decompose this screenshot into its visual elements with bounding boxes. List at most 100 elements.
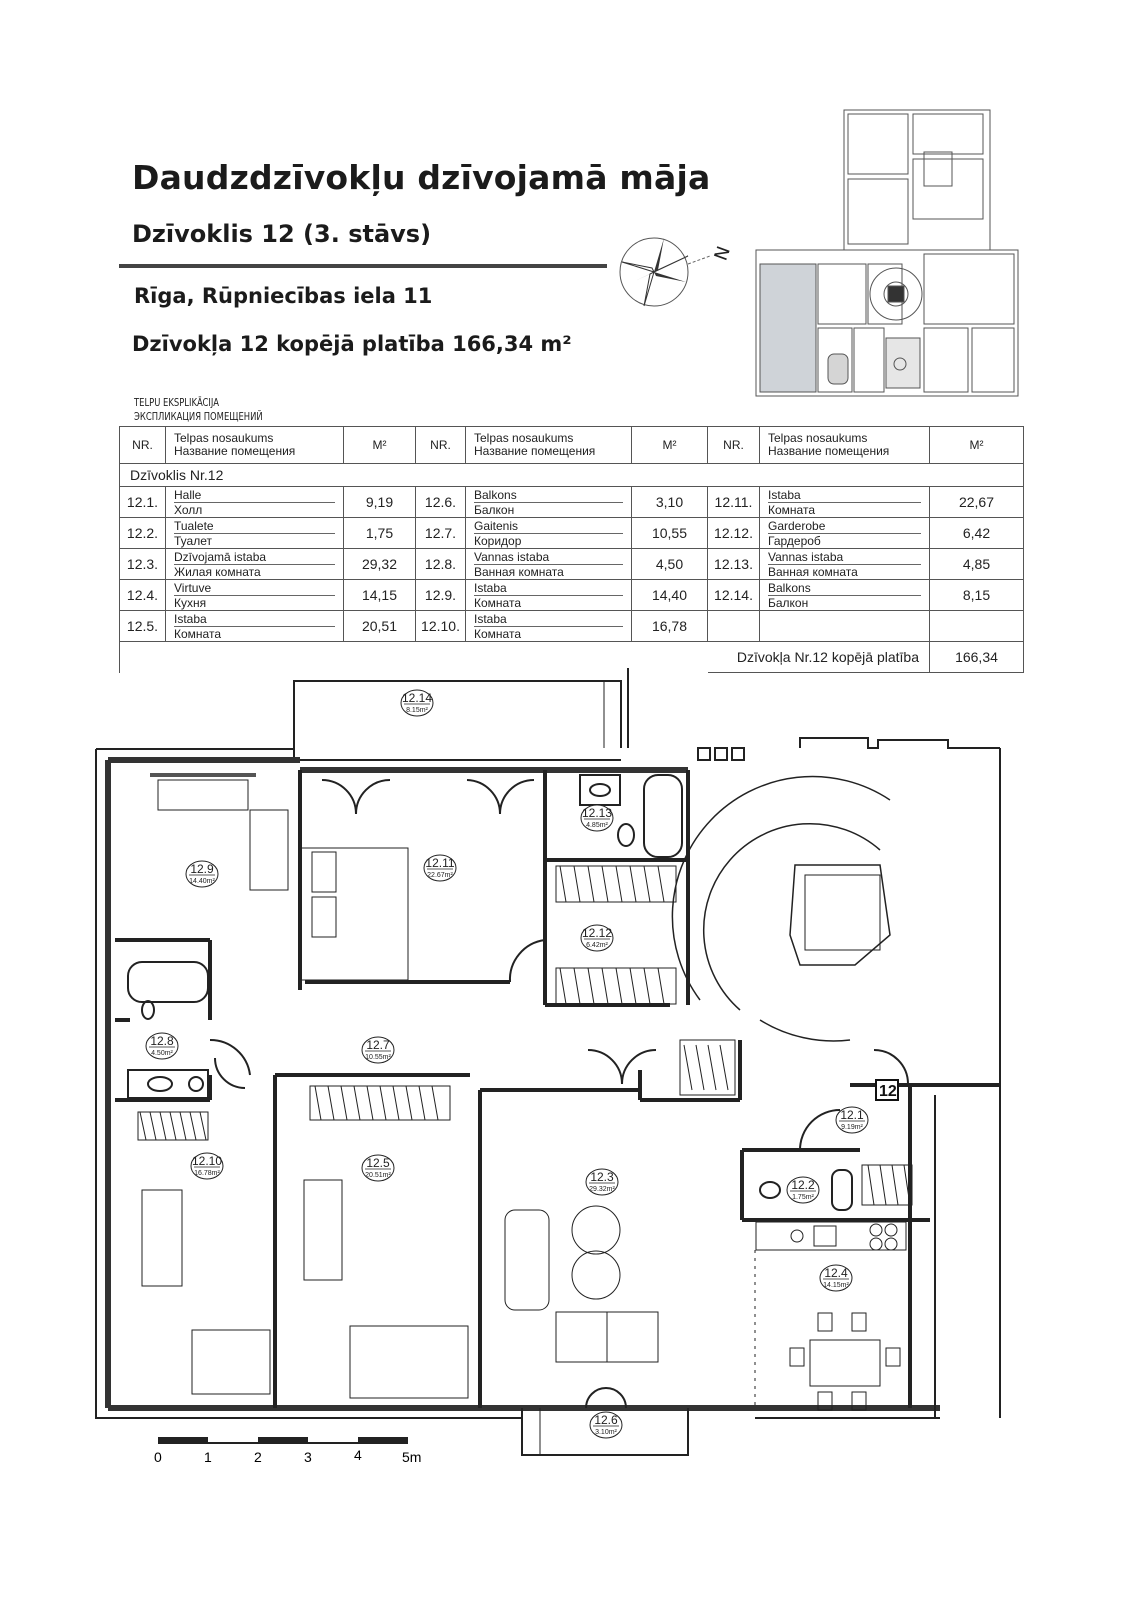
building-key-plan — [755, 109, 1019, 397]
scale-labels: 0 1 2 3 4 5m — [154, 1447, 421, 1465]
room-area: 29,32 — [343, 548, 416, 580]
room-area: 20,51 — [343, 610, 416, 642]
room-id: 12.5 — [366, 1156, 390, 1170]
room-id: 12.6 — [594, 1413, 618, 1427]
room-area: 22,67 — [929, 486, 1024, 518]
room-labels: 12.14 8.15m² 12.13 4.85m² 12.9 14.40m² 12.11 22… — [145, 689, 869, 1439]
room-area-label: 14.40m² — [189, 878, 215, 885]
room-area-label: 22.67m² — [427, 872, 453, 879]
room-number: 12.1. — [119, 486, 166, 518]
room-id: 12.2 — [791, 1178, 815, 1192]
room-number: 12.12. — [707, 517, 760, 549]
room-label: 12.14 8.15m² — [400, 689, 434, 717]
room-area-label: 29.32m² — [589, 1186, 615, 1193]
room-label: 12.3 29.32m² — [585, 1168, 619, 1196]
total-row: Dzīvokļa Nr.12 kopējā platība 166,34 — [119, 641, 1024, 673]
room-label: 12.1 9.19m² — [835, 1106, 869, 1134]
room-label: 12.13 4.85m² — [580, 804, 614, 832]
address: Rīga, Rūpniecības iela 11 — [134, 284, 433, 308]
scale-tick-label: 0 — [154, 1449, 162, 1465]
room-id: 12.10 — [192, 1154, 222, 1168]
room-number: 12.7. — [415, 517, 466, 549]
room-area: 14,40 — [631, 579, 708, 611]
scale-tick-label: 3 — [304, 1449, 312, 1465]
room-id: 12.8 — [150, 1034, 174, 1048]
room-number: 12.9. — [415, 579, 466, 611]
empty-cell — [759, 610, 930, 642]
room-id: 12.7 — [366, 1038, 390, 1052]
room-number: 12.6. — [415, 486, 466, 518]
empty-cell — [929, 610, 1024, 642]
room-label: 12.12 6.42m² — [580, 924, 614, 952]
room-id: 12.3 — [590, 1170, 614, 1184]
room-label: 12.10 16.78m² — [190, 1152, 224, 1180]
room-id: 12.9 — [190, 862, 214, 876]
room-id: 12.11 — [425, 856, 454, 870]
room-label: 12.6 3.10m² — [589, 1411, 623, 1439]
room-number: 12.5. — [119, 610, 166, 642]
room-area-label: 9.19m² — [841, 1124, 863, 1131]
room-area-label: 14.15m² — [823, 1282, 849, 1289]
room-area: 4,50 — [631, 548, 708, 580]
room-area-label: 8.15m² — [406, 707, 428, 714]
room-area-label: 3.10m² — [595, 1429, 617, 1436]
apartment-subtitle: Dzīvoklis 12 (3. stāvs) — [132, 220, 432, 248]
room-number: 12.8. — [415, 548, 466, 580]
room-id: 12.13 — [582, 806, 612, 820]
room-area: 14,15 — [343, 579, 416, 611]
total-area-heading: Dzīvokļa 12 kopējā platība 166,34 m² — [132, 332, 572, 356]
empty-cell — [707, 610, 760, 642]
room-label: 12.8 4.50m² — [145, 1032, 179, 1060]
room-area-label: 16.78m² — [194, 1170, 220, 1177]
room-label: 12.5 20.51m² — [361, 1154, 395, 1182]
room-label: 12.2 1.75m² — [786, 1176, 820, 1204]
room-area: 9,19 — [343, 486, 416, 518]
room-label: 12.7 10.55m² — [361, 1036, 395, 1064]
scale-tick-label: 2 — [254, 1449, 262, 1465]
room-label: 12.11 22.67m² — [423, 854, 457, 882]
scale-tick-label: 4 — [354, 1447, 362, 1463]
compass-rose-icon: N — [619, 237, 735, 307]
room-id: 12.4 — [824, 1266, 848, 1280]
scale-tick-label: 5m — [402, 1449, 421, 1465]
apartment-row: Dzīvoklis Nr.12 — [119, 463, 1024, 487]
title-divider — [119, 264, 607, 268]
document-title: Daudzdzīvokļu dzīvojamā māja — [132, 158, 711, 197]
room-label: 12.9 14.40m² — [185, 860, 219, 888]
room-area: 4,85 — [929, 548, 1024, 580]
scale-tick-label: 1 — [204, 1449, 212, 1465]
room-area: 6,42 — [929, 517, 1024, 549]
room-area-label: 6.42m² — [586, 942, 608, 949]
room-label: 12.4 14.15m² — [819, 1264, 853, 1292]
room-area-label: 4.50m² — [151, 1050, 173, 1057]
room-id: 12.12 — [582, 926, 612, 940]
room-id: 12.14 — [402, 691, 432, 705]
room-area-label: 20.51m² — [365, 1172, 391, 1179]
room-id: 12.1 — [840, 1108, 864, 1122]
room-area-label: 10.55m² — [365, 1054, 391, 1061]
room-number: 12.4. — [119, 579, 166, 611]
room-area-label: 4.85m² — [586, 822, 608, 829]
explication-title: TELPU EKSPLIKĀCIJA ЭКСПЛИКАЦИЯ ПОМЕЩЕНИЙ — [134, 396, 263, 423]
room-area-label: 1.75m² — [792, 1194, 814, 1201]
room-area: 10,55 — [631, 517, 708, 549]
